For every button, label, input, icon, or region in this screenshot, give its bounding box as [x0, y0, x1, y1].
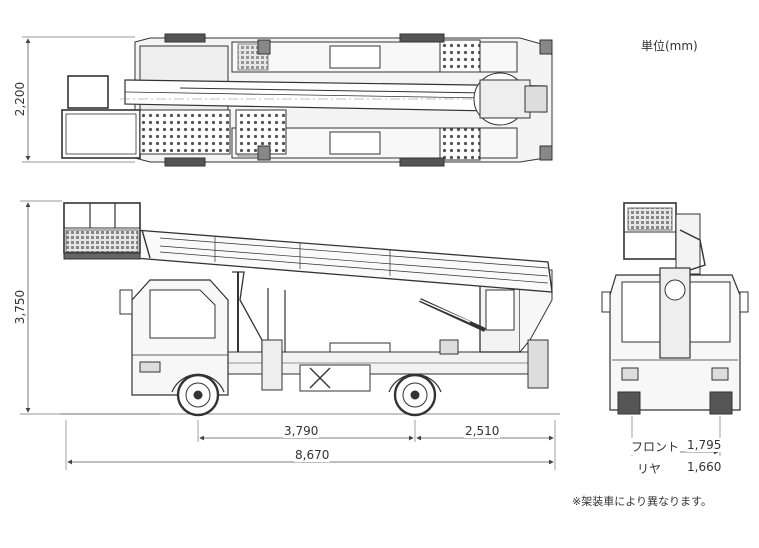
footnote: ※架装車により異なります。: [572, 495, 712, 508]
side-view: [20, 200, 560, 417]
dim-rear-overhang: 2,510: [464, 424, 501, 438]
dim-overall-length: 8,670: [294, 448, 331, 462]
top-view: [22, 33, 553, 167]
rear-tread-label: リヤ: [636, 460, 663, 477]
dim-width-top: 2,200: [13, 73, 27, 125]
dim-wheelbase: 3,790: [283, 424, 320, 438]
dim-height-side: 3,750: [13, 281, 27, 333]
dim-front-tread: 1,795: [686, 438, 723, 452]
side-dimensions: [65, 420, 556, 470]
unit-label: 単位(mm): [640, 37, 699, 54]
front-tread-label: フロント: [630, 438, 681, 455]
rear-view: [601, 202, 749, 456]
dim-rear-tread: 1,660: [686, 460, 723, 474]
